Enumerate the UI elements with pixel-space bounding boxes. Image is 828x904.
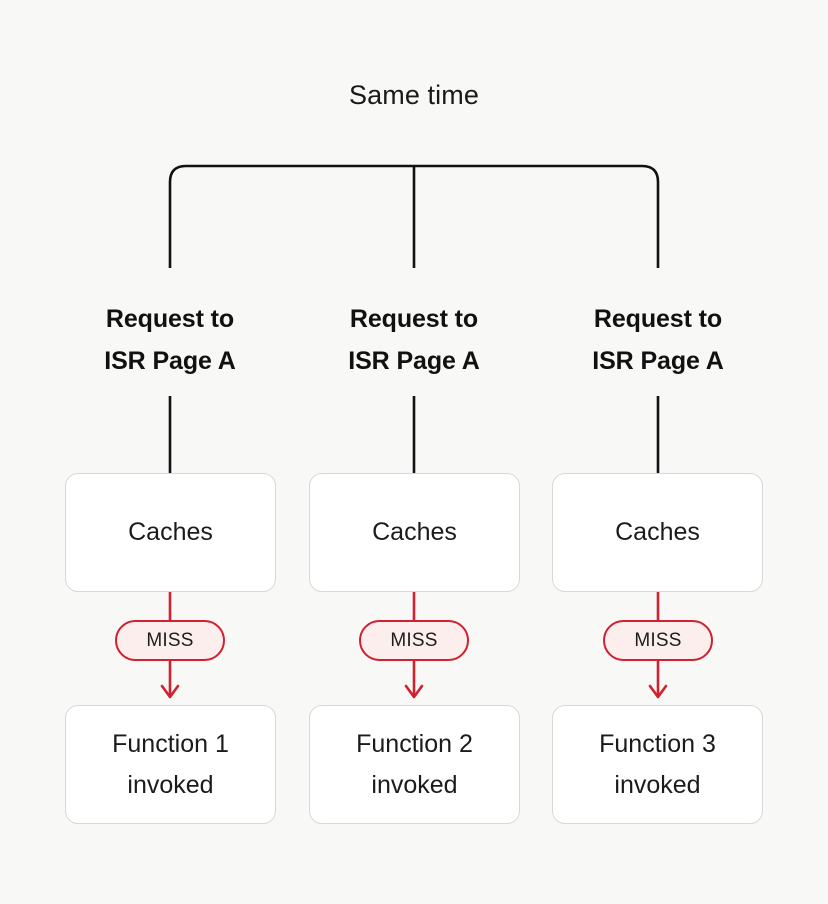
cache-label-3: Caches: [615, 518, 700, 546]
function-label-1-line2: invoked: [127, 770, 214, 799]
cache-label-1: Caches: [128, 518, 213, 546]
column-heading-3: Request to ISR Page A: [533, 298, 783, 382]
arrowhead-icon-2: [404, 684, 424, 699]
function-box-1[interactable]: Function 1 invoked: [65, 705, 276, 824]
function-label-2-line1: Function 2: [356, 729, 473, 758]
arrowhead-icon-1: [160, 684, 180, 699]
column-heading-1-line1: Request to: [105, 305, 235, 333]
cache-box-1[interactable]: Caches: [65, 473, 276, 592]
status-badge-miss-3[interactable]: MISS: [603, 620, 713, 661]
function-box-3[interactable]: Function 3 invoked: [552, 705, 763, 824]
miss-badge-label-1: MISS: [146, 629, 194, 651]
column-heading-2-line1: Request to: [349, 305, 479, 333]
function-label-1-line1: Function 1: [112, 729, 229, 758]
column-heading-1: Request to ISR Page A: [45, 298, 295, 382]
function-label-3-line2: invoked: [614, 770, 701, 799]
column-heading-1-line2: ISR Page A: [104, 347, 236, 375]
status-badge-miss-2[interactable]: MISS: [359, 620, 469, 661]
miss-badge-label-3: MISS: [634, 629, 682, 651]
cache-box-2[interactable]: Caches: [309, 473, 520, 592]
page-title: Same time: [349, 80, 479, 110]
column-heading-2-line2: ISR Page A: [348, 347, 480, 375]
column-heading-2: Request to ISR Page A: [289, 298, 539, 382]
cache-box-3[interactable]: Caches: [552, 473, 763, 592]
miss-badge-label-2: MISS: [390, 629, 438, 651]
column-heading-3-line1: Request to: [593, 305, 723, 333]
function-label-2-line2: invoked: [371, 770, 458, 799]
arrowhead-icon-3: [648, 684, 668, 699]
function-box-2[interactable]: Function 2 invoked: [309, 705, 520, 824]
cache-label-2: Caches: [372, 518, 457, 546]
column-heading-3-line2: ISR Page A: [592, 347, 724, 375]
status-badge-miss-1[interactable]: MISS: [115, 620, 225, 661]
fanout-bracket: [168, 164, 660, 268]
function-label-3-line1: Function 3: [599, 729, 716, 758]
